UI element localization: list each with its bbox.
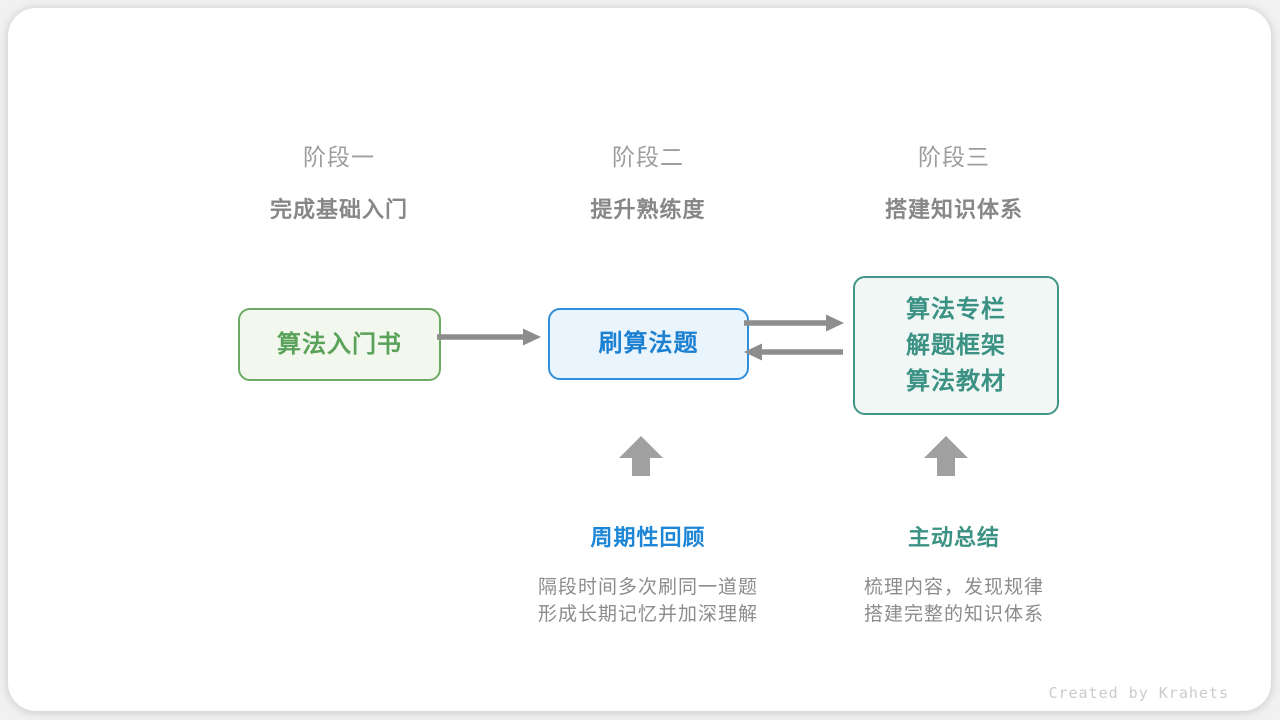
annotation-active-summary: 主动总结 梳理内容，发现规律 搭建完整的知识体系: [794, 520, 1114, 628]
node-resource-line-3: 算法教材: [906, 367, 1006, 395]
stage-2-label: 阶段二: [612, 144, 684, 170]
annotation-active-summary-title: 主动总结: [907, 525, 1000, 550]
annotation-periodic-review: 周期性回顾 隔段时间多次刷同一道题 形成长期记忆并加深理解: [488, 520, 808, 628]
annotation-periodic-review-title: 周期性回顾: [590, 525, 706, 550]
annotation-active-summary-desc-line-1: 梳理内容，发现规律: [863, 577, 1044, 598]
node-beginner-book-label: 算法入门书: [277, 330, 402, 358]
node-practice-problems: 刷算法题: [548, 308, 749, 380]
annotation-active-summary-desc-line-2: 搭建完整的知识体系: [863, 604, 1044, 625]
node-resource-line-2: 解题框架: [906, 331, 1006, 359]
annotation-periodic-review-desc: 隔段时间多次刷同一道题 形成长期记忆并加深理解: [488, 574, 808, 628]
stage-2-subtitle: 提升熟练度: [590, 197, 706, 222]
node-beginner-book: 算法入门书: [238, 308, 441, 381]
annotation-periodic-review-desc-line-1: 隔段时间多次刷同一道题: [537, 577, 758, 598]
stage-3-header: 阶段三 搭建知识体系: [804, 138, 1104, 224]
stage-2-header: 阶段二 提升熟练度: [498, 138, 798, 224]
node-resource-line-1: 算法专栏: [906, 295, 1006, 323]
node-knowledge-resources: 算法专栏 解题框架 算法教材: [853, 276, 1059, 415]
node-practice-problems-label: 刷算法题: [598, 330, 699, 357]
stage-3-label: 阶段三: [918, 144, 990, 170]
credit-text: Created by Krahets: [1048, 684, 1229, 702]
stage-1-header: 阶段一 完成基础入门: [189, 138, 489, 224]
annotation-active-summary-desc: 梳理内容，发现规律 搭建完整的知识体系: [794, 574, 1114, 628]
stage-1-label: 阶段一: [303, 144, 375, 170]
stage-1-subtitle: 完成基础入门: [269, 197, 408, 222]
annotation-periodic-review-desc-line-2: 形成长期记忆并加深理解: [537, 604, 758, 625]
stage-3-subtitle: 搭建知识体系: [884, 197, 1023, 222]
diagram-card: 阶段一 完成基础入门 阶段二 提升熟练度 阶段三 搭建知识体系 算法入门书 刷算…: [8, 8, 1271, 711]
